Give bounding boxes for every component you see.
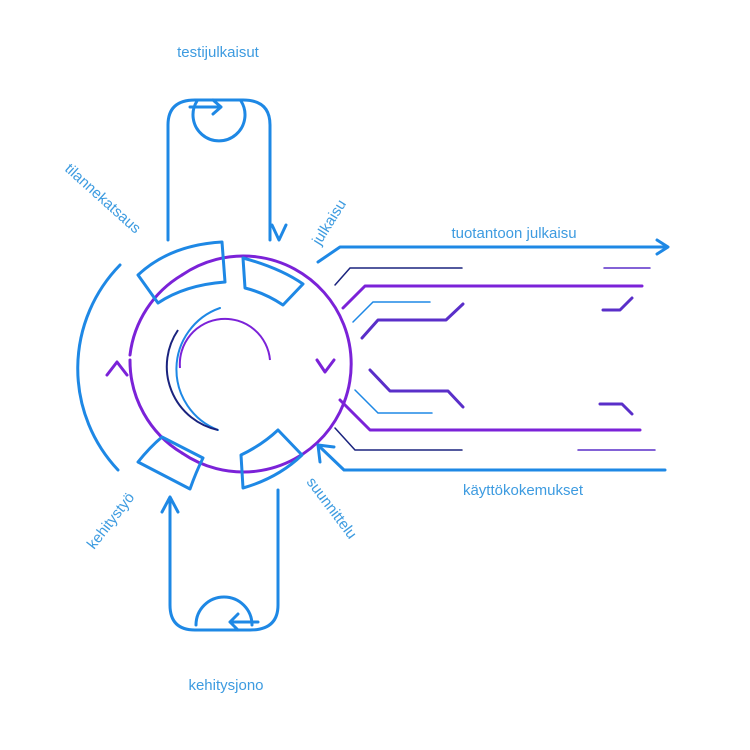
test-loop-arrow-icon [188,98,223,116]
label-release: julkaisu [308,197,349,249]
label-test-releases: testijulkaisut [177,44,260,61]
stream-line-2 [341,284,644,310]
stream-line-1 [334,267,463,286]
release-streams [316,238,670,472]
stream-line-6 [354,389,433,414]
usage-experiences-arrow [318,445,667,472]
inner-arc-blue [175,307,221,431]
ring-down-arrowhead [315,358,336,374]
stream-line-4 [360,302,465,340]
backlog-loop-arrow-icon [228,612,260,632]
label-production-release: tuotantoon julkaisu [451,225,576,242]
segment-development [136,435,205,491]
backlog-loop-up-arrowhead [160,495,180,514]
production-release-arrowhead [655,238,670,256]
segment-release [241,256,305,307]
inner-arc-navy [165,329,219,431]
ring-arc-right [180,254,353,474]
label-status-review: tilannekatsaus [61,160,144,237]
inner-arc-purple [178,317,271,369]
segment-planning [239,428,304,490]
label-usage-experiences: käyttökokemukset [463,482,584,499]
ring-arc-upper-left [128,273,184,357]
stream-line-8 [334,427,463,451]
label-planning: suunnittelu [303,474,360,542]
backlog-loop-circle [194,595,254,627]
segment-status-review [136,240,227,305]
ring-up-arrowhead [105,360,129,377]
phase-segments [136,240,305,491]
status-review-arc [76,263,122,472]
stream-line-6b [598,402,634,416]
usage-experiences-arrowhead [316,443,336,464]
backlog-loop [160,488,280,632]
test-loop-circle [191,99,247,143]
main-cycle-ring [105,254,353,474]
production-release-arrow [316,245,667,264]
stream-line-7 [338,398,642,432]
stream-line-5 [368,368,465,409]
stream-line-3b [601,296,634,312]
test-loop-path [166,98,272,242]
backlog-loop-path [168,488,280,632]
stream-line-3 [352,301,431,323]
label-development: kehitystyö [84,489,138,552]
label-backlog: kehitysjono [188,677,263,694]
test-releases-loop [166,98,288,242]
test-loop-down-arrowhead [270,223,288,242]
ring-arc-lower-left [128,358,184,455]
